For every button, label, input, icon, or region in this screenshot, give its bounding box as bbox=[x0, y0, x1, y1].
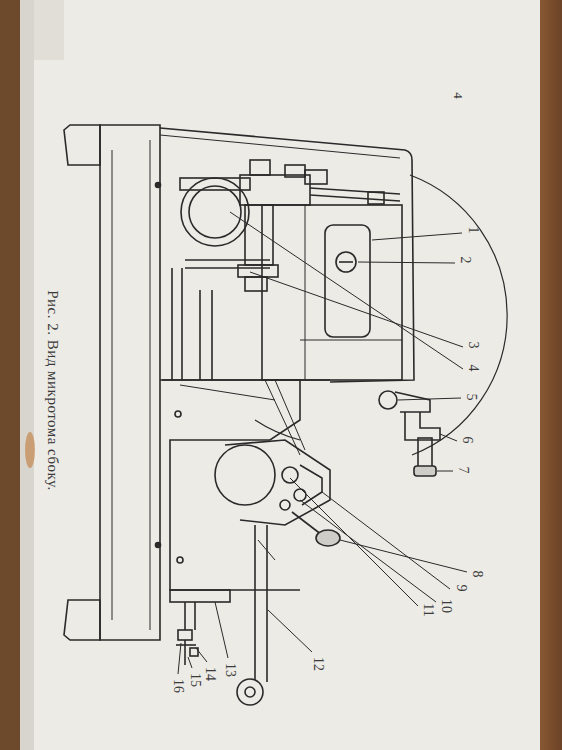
leader-line bbox=[188, 657, 192, 668]
leader-line bbox=[250, 272, 463, 347]
callout-number: 16 bbox=[171, 679, 185, 693]
leader-line bbox=[372, 233, 462, 240]
paper bbox=[34, 0, 540, 750]
callout-number: 15 bbox=[188, 673, 202, 687]
microtome-illustration bbox=[64, 125, 507, 705]
leader-line bbox=[300, 500, 436, 602]
callout-number: 8 bbox=[469, 571, 483, 578]
leader-line bbox=[398, 398, 461, 400]
stain bbox=[25, 432, 35, 468]
leader-line bbox=[440, 434, 457, 441]
leader-line bbox=[268, 610, 312, 652]
leader-line bbox=[358, 262, 455, 263]
leader-line bbox=[290, 478, 418, 606]
callout-number: 9 bbox=[453, 585, 467, 592]
leader-line bbox=[437, 471, 453, 472]
page-number: 4 bbox=[452, 92, 465, 99]
callout-number: 2 bbox=[457, 257, 471, 264]
table-surface bbox=[0, 0, 20, 750]
leader-line bbox=[215, 602, 228, 658]
callout-number: 5 bbox=[463, 394, 477, 401]
callout-number: 11 bbox=[421, 603, 435, 616]
callout-number: 12 bbox=[311, 657, 325, 671]
leader-line bbox=[230, 212, 463, 369]
figure-caption: Рис. 2. Вид микротома сбоку. bbox=[45, 290, 60, 491]
leader-line bbox=[196, 648, 207, 662]
callout-number: 14 bbox=[203, 667, 217, 681]
leader-lines bbox=[178, 212, 467, 674]
table-surface bbox=[538, 0, 562, 750]
callout-number: 3 bbox=[465, 342, 479, 349]
callout-number: 7 bbox=[455, 467, 469, 474]
callout-number: 10 bbox=[439, 599, 453, 613]
callout-number: 6 bbox=[459, 437, 473, 444]
callout-number: 4 bbox=[465, 365, 479, 372]
paper-shadow bbox=[34, 0, 64, 60]
callout-number: 13 bbox=[223, 663, 237, 677]
callout-number: 1 bbox=[465, 227, 479, 234]
leader-line bbox=[178, 643, 181, 674]
page-edge bbox=[20, 0, 34, 750]
